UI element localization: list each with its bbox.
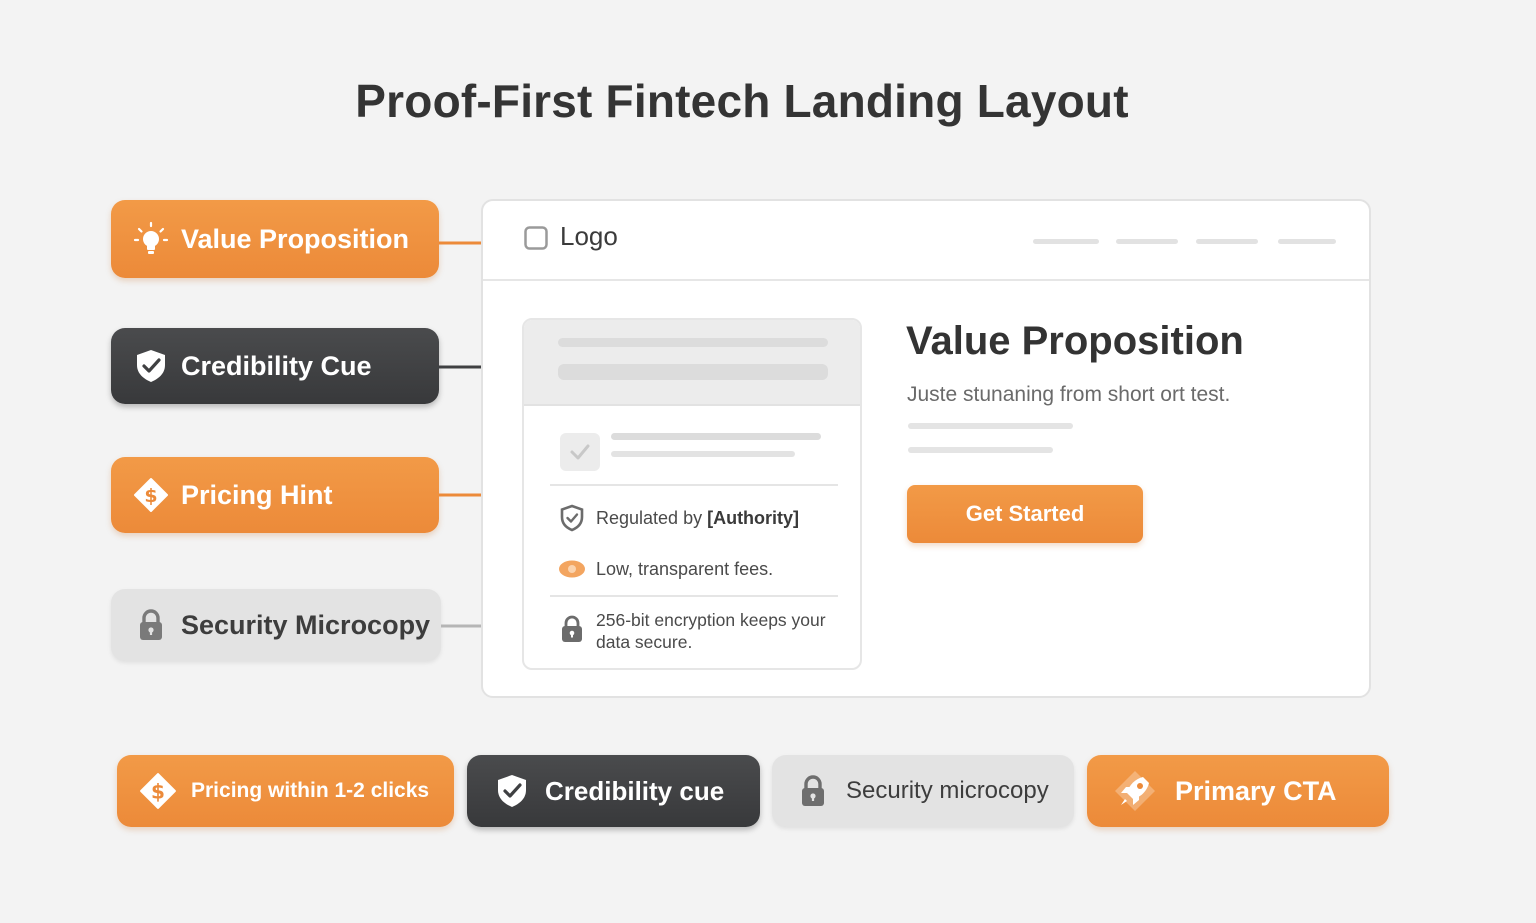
regulated-authority: [Authority] bbox=[707, 507, 800, 528]
diagram-title: Proof-First Fintech Landing Layout bbox=[355, 75, 1129, 127]
shield-check-icon bbox=[558, 504, 586, 532]
bottom-pricing: $ Pricing within 1-2 clicks bbox=[117, 755, 454, 827]
text-placeholder bbox=[611, 433, 821, 440]
proof-card: Regulated by [Authority] Low, transparen… bbox=[522, 318, 862, 670]
regulated-prefix: Regulated by bbox=[596, 507, 708, 528]
shield-check-icon bbox=[493, 772, 531, 810]
label-pricing-hint-text: Pricing Hint bbox=[181, 479, 333, 510]
bottom-credibility: Credibility cue bbox=[467, 755, 760, 827]
text-placeholder bbox=[611, 451, 795, 457]
security-line-1: 256-bit encryption keeps your bbox=[596, 610, 826, 630]
fees-text: Low, transparent fees. bbox=[596, 558, 774, 579]
label-credibility-cue-text: Credibility Cue bbox=[181, 350, 372, 381]
shield-check-icon bbox=[133, 348, 169, 384]
rocket-icon bbox=[1113, 769, 1157, 813]
logo-placeholder-icon bbox=[524, 226, 548, 250]
lock-icon bbox=[133, 607, 169, 643]
text-placeholder bbox=[558, 338, 828, 347]
bottom-security: Security microcopy bbox=[772, 755, 1074, 827]
bottom-credibility-text: Credibility cue bbox=[545, 775, 725, 806]
security-text: 256-bit encryption keeps your data secur… bbox=[596, 609, 826, 653]
hero-subtitle: Juste stunaning from short ort test. bbox=[907, 383, 1231, 406]
regulated-row: Regulated by [Authority] bbox=[558, 504, 799, 532]
label-security-microcopy: Security Microcopy bbox=[111, 589, 441, 661]
label-value-proposition-text: Value Proposition bbox=[181, 223, 410, 254]
lightbulb-icon bbox=[133, 221, 169, 257]
get-started-button[interactable]: Get Started bbox=[907, 485, 1143, 543]
price-tag-icon: $ bbox=[133, 477, 169, 513]
mockup-navbar: Logo bbox=[483, 201, 1369, 281]
bottom-primary-cta-text: Primary CTA bbox=[1175, 775, 1337, 806]
mockup-logo: Logo bbox=[560, 221, 618, 251]
fees-row: Low, transparent fees. bbox=[558, 555, 773, 583]
lock-icon bbox=[558, 615, 586, 643]
label-pricing-hint: $ Pricing Hint bbox=[111, 457, 439, 533]
price-tag-icon bbox=[558, 555, 586, 583]
checkbox-placeholder-icon bbox=[560, 433, 600, 471]
hero-title: Value Proposition bbox=[906, 319, 1244, 363]
lock-icon bbox=[794, 772, 832, 810]
label-credibility-cue: Credibility Cue bbox=[111, 328, 439, 404]
price-tag-icon: $ bbox=[139, 772, 177, 810]
landing-page-mockup: Logo Regulated by [Authority] bbox=[481, 199, 1371, 698]
nav-link-placeholder bbox=[1033, 239, 1099, 244]
nav-link-placeholder bbox=[1278, 239, 1336, 244]
card-header bbox=[524, 320, 860, 406]
security-line-2: data secure. bbox=[596, 632, 693, 652]
text-placeholder bbox=[558, 364, 828, 380]
bottom-primary-cta: Primary CTA bbox=[1087, 755, 1389, 827]
divider bbox=[550, 595, 838, 597]
divider bbox=[550, 484, 838, 486]
svg-text:$: $ bbox=[144, 485, 157, 507]
bottom-pricing-text: Pricing within 1-2 clicks bbox=[191, 779, 430, 802]
svg-text:$: $ bbox=[151, 779, 165, 803]
text-placeholder bbox=[908, 447, 1053, 453]
bottom-security-text: Security microcopy bbox=[846, 777, 1049, 804]
label-security-microcopy-text: Security Microcopy bbox=[181, 609, 431, 640]
nav-link-placeholder bbox=[1116, 239, 1178, 244]
text-placeholder bbox=[908, 423, 1073, 429]
security-row: 256-bit encryption keeps your data secur… bbox=[558, 609, 826, 653]
nav-link-placeholder bbox=[1196, 239, 1258, 244]
label-value-proposition: Value Proposition bbox=[111, 200, 439, 278]
